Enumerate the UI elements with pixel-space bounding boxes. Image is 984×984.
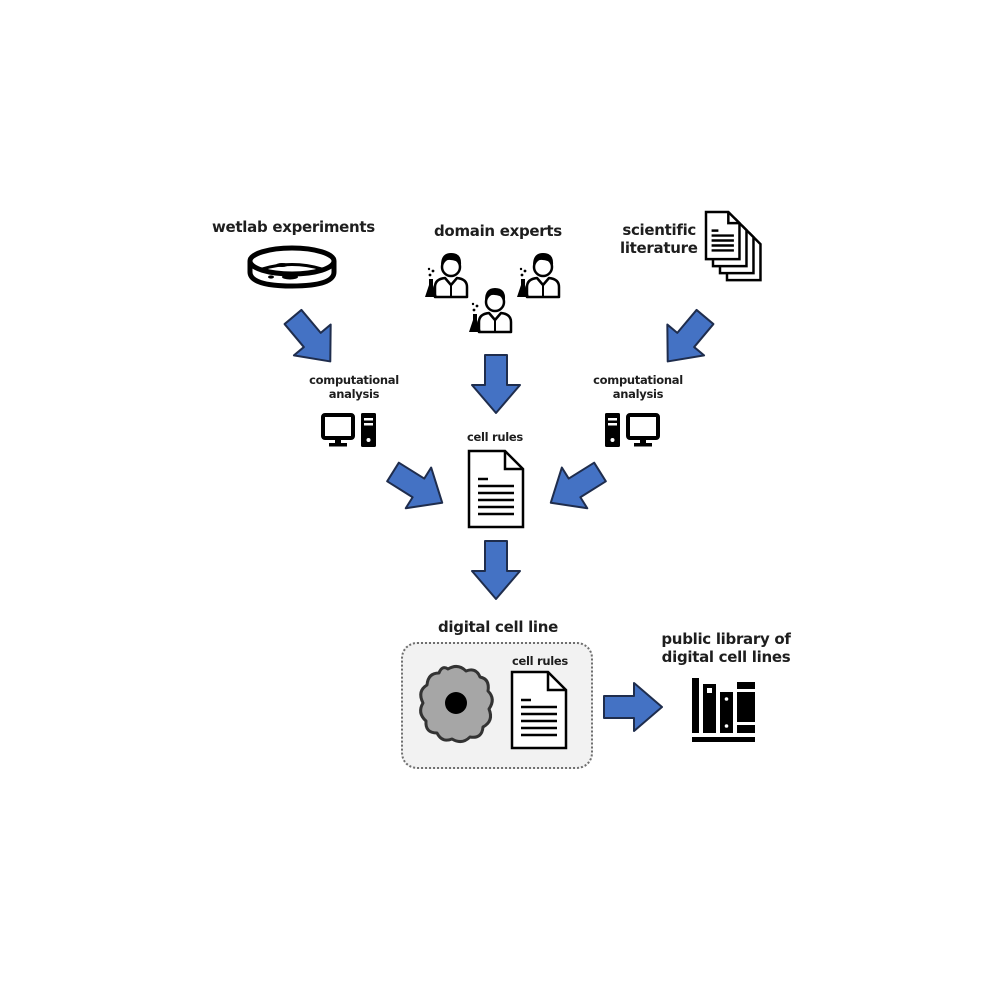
petri-dish-icon bbox=[247, 245, 337, 289]
analysis-right-line2: analysis bbox=[612, 386, 664, 401]
cell-rules-label: cell rules bbox=[467, 430, 523, 444]
literature-label: scientific literature bbox=[620, 221, 698, 257]
inner-cell-rules-document-icon bbox=[510, 670, 568, 750]
document-stack-icon bbox=[704, 210, 762, 282]
arrow-rules-to-digital-cell-line bbox=[471, 540, 521, 600]
cell-rules-document-icon bbox=[467, 449, 525, 529]
library-label-line2: digital cell lines bbox=[661, 648, 791, 666]
analysis-right-label: computational analysis bbox=[590, 373, 686, 402]
arrow-wetlab-to-analysis bbox=[273, 300, 350, 378]
analysis-left-line1: computational bbox=[309, 373, 399, 387]
computer-icon-left bbox=[321, 411, 378, 449]
arrow-experts-to-rules bbox=[471, 354, 521, 414]
wetlab-label: wetlab experiments bbox=[212, 218, 375, 236]
library-label: public library of digital cell lines bbox=[660, 630, 792, 666]
arrow-left-analysis-to-rules bbox=[379, 450, 456, 525]
arrow-right-analysis-to-rules bbox=[537, 450, 614, 525]
scientist-3-icon bbox=[467, 286, 513, 334]
arrow-literature-to-analysis bbox=[648, 300, 725, 378]
books-icon bbox=[692, 678, 755, 742]
analysis-left-label: computational analysis bbox=[306, 373, 402, 402]
computer-icon-right bbox=[605, 413, 660, 447]
analysis-left-line2: analysis bbox=[328, 386, 380, 401]
inner-cell-rules-label: cell rules bbox=[512, 654, 568, 668]
scientist-2-icon bbox=[515, 251, 561, 299]
literature-label-line2: literature bbox=[620, 239, 698, 257]
domain-experts-label: domain experts bbox=[434, 222, 562, 240]
scientist-1-icon bbox=[423, 251, 469, 299]
scientists-icon bbox=[423, 251, 561, 334]
literature-label-line1: scientific bbox=[622, 221, 696, 239]
analysis-right-line1: computational bbox=[593, 373, 683, 387]
library-label-line1: public library of bbox=[661, 630, 791, 648]
arrow-to-library bbox=[603, 682, 663, 732]
cell-icon bbox=[419, 664, 494, 744]
digital-cell-line-label: digital cell line bbox=[438, 618, 559, 636]
